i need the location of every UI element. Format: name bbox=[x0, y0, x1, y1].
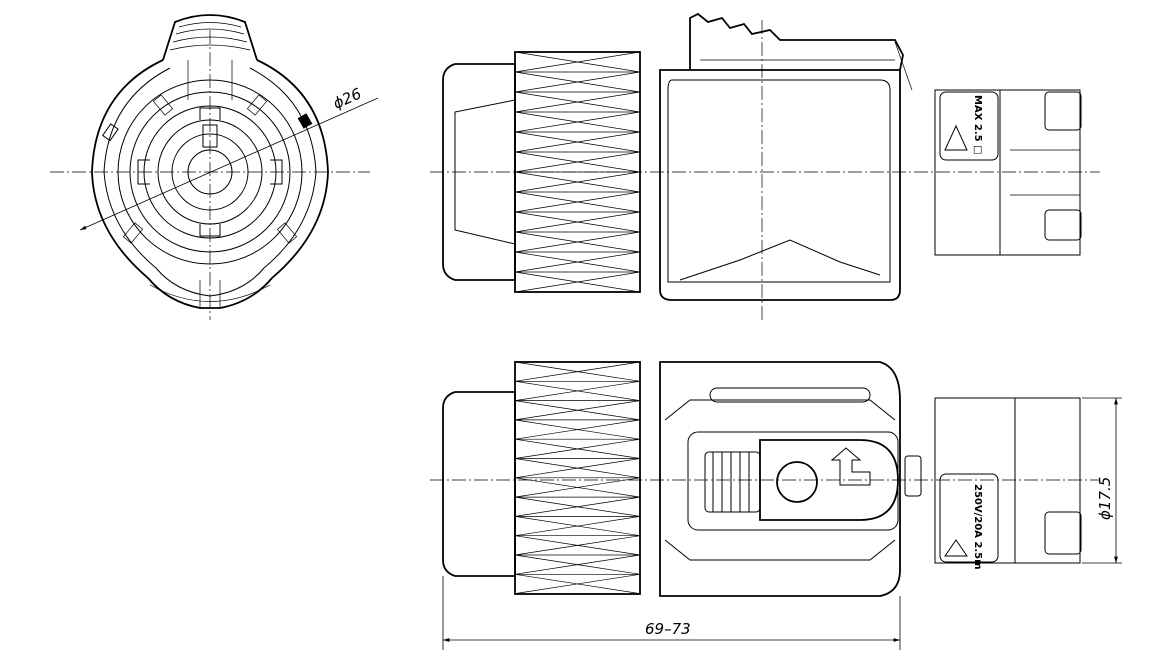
front-bottom-curve bbox=[149, 284, 271, 302]
front-contact-ring bbox=[157, 119, 263, 225]
front-inner-housing bbox=[103, 67, 317, 297]
top-triangle-mark bbox=[944, 124, 968, 151]
front-center-pin bbox=[187, 149, 233, 195]
bottom-rating-marking: 250V/20A 2.5m bbox=[972, 484, 983, 570]
top-tail-tab-upper bbox=[1044, 91, 1082, 131]
bottom-rear-tail bbox=[1014, 397, 1081, 564]
knurl-tooth bbox=[514, 71, 641, 93]
front-lug-top bbox=[199, 107, 221, 120]
front-ring-outer bbox=[117, 79, 303, 265]
front-ring-middle bbox=[129, 91, 291, 253]
knurl-tooth bbox=[514, 380, 641, 401]
knurl-tooth bbox=[514, 191, 641, 213]
bottom-knurled-ring bbox=[514, 361, 641, 595]
front-lug-left bbox=[137, 159, 150, 185]
front-logo-mark bbox=[102, 123, 119, 142]
bottom-latch-button bbox=[759, 439, 899, 521]
top-wire-marking: MAX 2.5 □ bbox=[972, 95, 983, 155]
knurl-tooth bbox=[514, 535, 641, 556]
top-nose-cap bbox=[442, 63, 516, 281]
top-knurled-ring bbox=[514, 51, 641, 293]
bottom-diameter-label: ϕ17.5 bbox=[1096, 477, 1114, 520]
front-indicator-mark bbox=[297, 113, 313, 129]
top-rear-body bbox=[934, 89, 1001, 256]
front-contact-inner bbox=[171, 133, 249, 211]
knurl-tooth bbox=[514, 271, 641, 293]
bottom-side-nub bbox=[904, 455, 922, 497]
knurl-tooth bbox=[514, 91, 641, 113]
knurl-tooth bbox=[514, 477, 641, 498]
knurl-tooth bbox=[514, 516, 641, 537]
bottom-spring bbox=[704, 451, 761, 513]
front-key-slot bbox=[202, 124, 218, 148]
front-view: ϕ26 bbox=[50, 14, 379, 320]
knurl-tooth bbox=[514, 438, 641, 459]
knurl-tooth bbox=[514, 231, 641, 253]
top-body-inner bbox=[667, 79, 891, 283]
top-main-body bbox=[659, 69, 901, 301]
top-label-panel bbox=[939, 91, 999, 161]
top-latch bbox=[689, 12, 904, 71]
bottom-triangle-mark bbox=[944, 539, 968, 557]
bottom-slot-top bbox=[709, 387, 871, 403]
knurl-tooth bbox=[514, 251, 641, 273]
knurl-tooth bbox=[514, 496, 641, 517]
knurl-tooth bbox=[514, 151, 641, 173]
knurl-tooth bbox=[514, 51, 641, 73]
bottom-body-ridge-top bbox=[664, 399, 896, 421]
top-body-curve bbox=[679, 239, 881, 281]
knurl-tooth bbox=[514, 111, 641, 133]
front-diameter-line bbox=[79, 97, 379, 231]
top-nose-bevel bbox=[454, 99, 516, 245]
knurl-tooth bbox=[514, 361, 641, 382]
side-view-top: MAX 2.5 □ bbox=[430, 12, 1100, 320]
knurl-tooth bbox=[514, 554, 641, 575]
knurl-tooth bbox=[514, 400, 641, 421]
bottom-tail-tab bbox=[1044, 511, 1082, 555]
bottom-latch-hole bbox=[776, 461, 818, 503]
front-lug-bottom bbox=[199, 224, 221, 237]
length-dimension-label: 69–73 bbox=[645, 620, 691, 638]
knurl-tooth bbox=[514, 131, 641, 153]
front-outer-housing bbox=[91, 59, 329, 309]
bottom-label-panel bbox=[939, 473, 999, 563]
knurl-tooth bbox=[514, 458, 641, 479]
top-rear-tail bbox=[999, 89, 1081, 256]
top-tail-tab-lower bbox=[1044, 209, 1082, 241]
knurl-tooth bbox=[514, 211, 641, 233]
bottom-nose-cap bbox=[442, 391, 516, 577]
knurl-tooth bbox=[514, 419, 641, 440]
front-grip-tab bbox=[162, 14, 258, 61]
front-lug-right bbox=[270, 159, 283, 185]
bottom-main-body bbox=[659, 361, 901, 597]
knurl-tooth bbox=[514, 171, 641, 193]
bottom-arrow-icon bbox=[830, 447, 871, 486]
front-diameter-label: ϕ26 bbox=[330, 84, 364, 112]
front-ring-inner bbox=[143, 105, 277, 239]
knurl-tooth bbox=[514, 573, 641, 594]
side-view-bottom: 250V/20A 2.5m ϕ17.5 69–73 bbox=[430, 361, 1122, 650]
bottom-latch-frame bbox=[687, 431, 899, 531]
bottom-body-ridge-bottom bbox=[664, 539, 896, 561]
